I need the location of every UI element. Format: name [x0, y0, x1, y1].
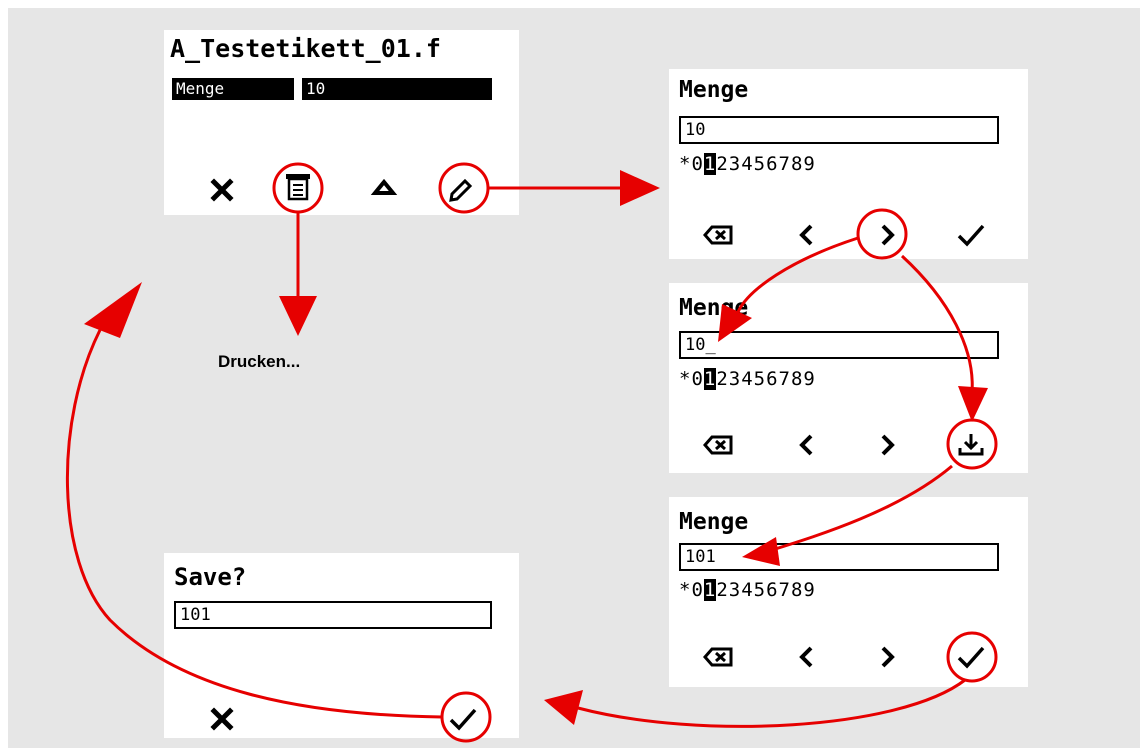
left-chevron-icon[interactable]: [787, 637, 827, 677]
quantity-label: Menge: [172, 78, 294, 100]
edit2-title: Menge: [679, 295, 749, 321]
insert-download-icon[interactable]: [951, 425, 991, 465]
save-title: Save?: [174, 563, 247, 591]
up-triangle-icon[interactable]: [364, 170, 404, 210]
main-title: A_Testetikett_01.f: [170, 34, 441, 63]
print-label: Drucken...: [218, 352, 301, 371]
left-chevron-icon[interactable]: [787, 425, 827, 465]
right-chevron-icon[interactable]: [867, 425, 907, 465]
quantity-value: 10: [302, 78, 492, 100]
edit-screen-3: Menge 101 *0123456789: [669, 497, 1028, 687]
check-icon[interactable]: [951, 637, 991, 677]
check-icon[interactable]: [443, 699, 483, 738]
main-screen: A_Testetikett_01.f Menge 10: [164, 30, 519, 215]
backspace-icon[interactable]: [697, 425, 737, 465]
edit3-value-field[interactable]: 101: [679, 543, 999, 571]
edit-pencil-icon[interactable]: [440, 170, 480, 210]
edit1-title: Menge: [679, 77, 749, 103]
edit2-charset-selected[interactable]: 1: [703, 368, 717, 390]
edit1-charset-selected[interactable]: 1: [703, 153, 717, 175]
edit-screen-2: Menge 10_ *0123456789: [669, 283, 1028, 473]
edit3-charset[interactable]: *0123456789: [679, 579, 816, 601]
backspace-icon[interactable]: [697, 215, 737, 255]
edit1-value-field[interactable]: 10: [679, 116, 999, 144]
left-chevron-icon[interactable]: [787, 215, 827, 255]
right-chevron-icon[interactable]: [867, 637, 907, 677]
close-icon[interactable]: [202, 170, 242, 210]
save-value-field[interactable]: 101: [174, 601, 492, 629]
edit2-value-field[interactable]: 10_: [679, 331, 999, 359]
check-icon[interactable]: [951, 215, 991, 255]
edit2-charset[interactable]: *0123456789: [679, 368, 816, 390]
edit1-charset[interactable]: *0123456789: [679, 153, 816, 175]
edit3-charset-selected[interactable]: 1: [703, 579, 717, 601]
edit-screen-1: Menge 10 *0123456789: [669, 69, 1028, 259]
backspace-icon[interactable]: [697, 637, 737, 677]
right-chevron-icon[interactable]: [867, 215, 907, 255]
close-icon[interactable]: [202, 699, 242, 738]
print-icon[interactable]: [278, 168, 318, 208]
edit3-title: Menge: [679, 509, 749, 535]
save-screen: Save? 101: [164, 553, 519, 738]
